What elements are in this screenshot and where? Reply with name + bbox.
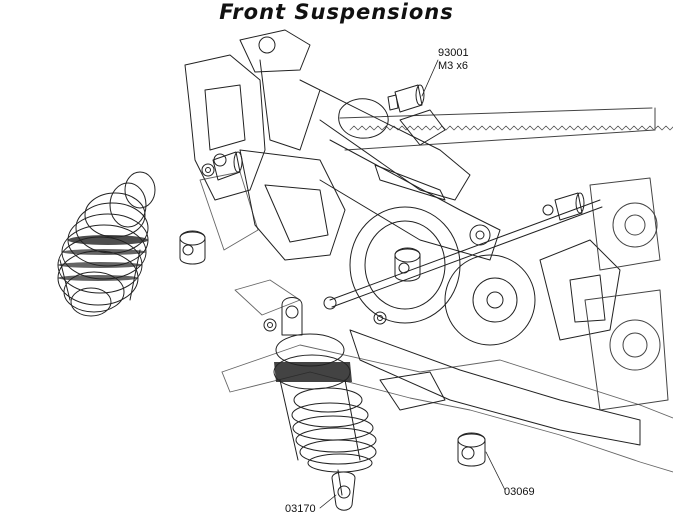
page-title: Front Suspensions	[219, 0, 454, 24]
chassis-plate	[199, 171, 673, 473]
part-code-03170: 03170	[285, 503, 316, 515]
ball-stud-left	[179, 230, 206, 265]
screw-upper-center	[212, 151, 243, 181]
upper-arm-assembly	[239, 29, 501, 261]
drive-belt	[339, 107, 673, 151]
chassis-screws	[201, 153, 554, 332]
screw-right	[554, 192, 585, 221]
leader-lines	[319, 59, 506, 509]
part-code-93001: 93001	[438, 47, 469, 59]
lower-arm	[349, 329, 641, 446]
steering-knuckle	[184, 54, 346, 261]
diff-housing	[349, 206, 621, 346]
screw-93001	[387, 84, 425, 113]
ball-stud-03069	[457, 432, 486, 467]
gearbox	[584, 177, 669, 411]
ball-stud-center	[394, 247, 421, 282]
part-code-03069: 03069	[504, 486, 535, 498]
shock-absorber-left	[57, 171, 156, 317]
part-spec-93001: M3 x6	[438, 60, 468, 72]
shock-absorber-03170	[273, 297, 377, 511]
link-rod	[323, 199, 603, 310]
